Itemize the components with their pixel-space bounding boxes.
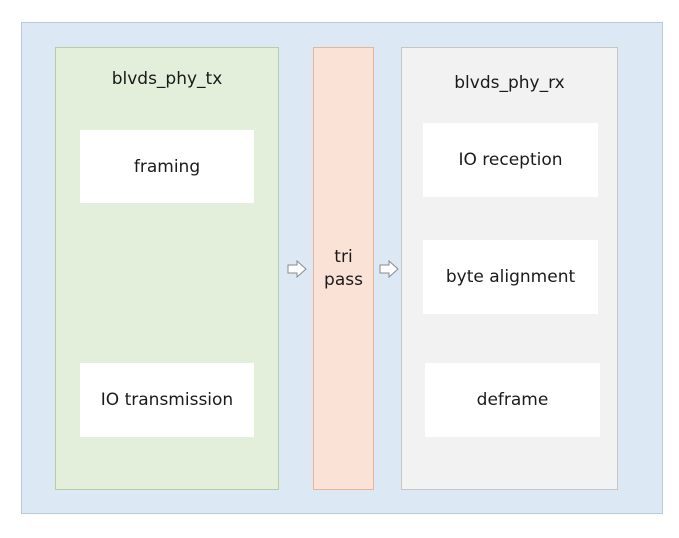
hollow-right-arrow-icon xyxy=(379,260,399,278)
deframe-block: deframe xyxy=(425,363,600,437)
tri-pass-line2: pass xyxy=(324,270,363,290)
io-reception-block: IO reception xyxy=(423,123,598,197)
byte-alignment-block: byte alignment xyxy=(423,240,598,314)
blvds-phy-tx-title: blvds_phy_tx xyxy=(111,69,223,89)
io-transmission-block: IO transmission xyxy=(80,363,254,437)
framing-block: framing xyxy=(80,130,254,203)
blvds-phy-rx-title: blvds_phy_rx xyxy=(454,73,565,93)
tri-pass-panel xyxy=(313,47,374,490)
hollow-right-arrow-icon xyxy=(287,260,307,278)
tri-pass-line1: tri xyxy=(334,247,353,267)
tri-pass-label: tri pass xyxy=(313,246,374,292)
